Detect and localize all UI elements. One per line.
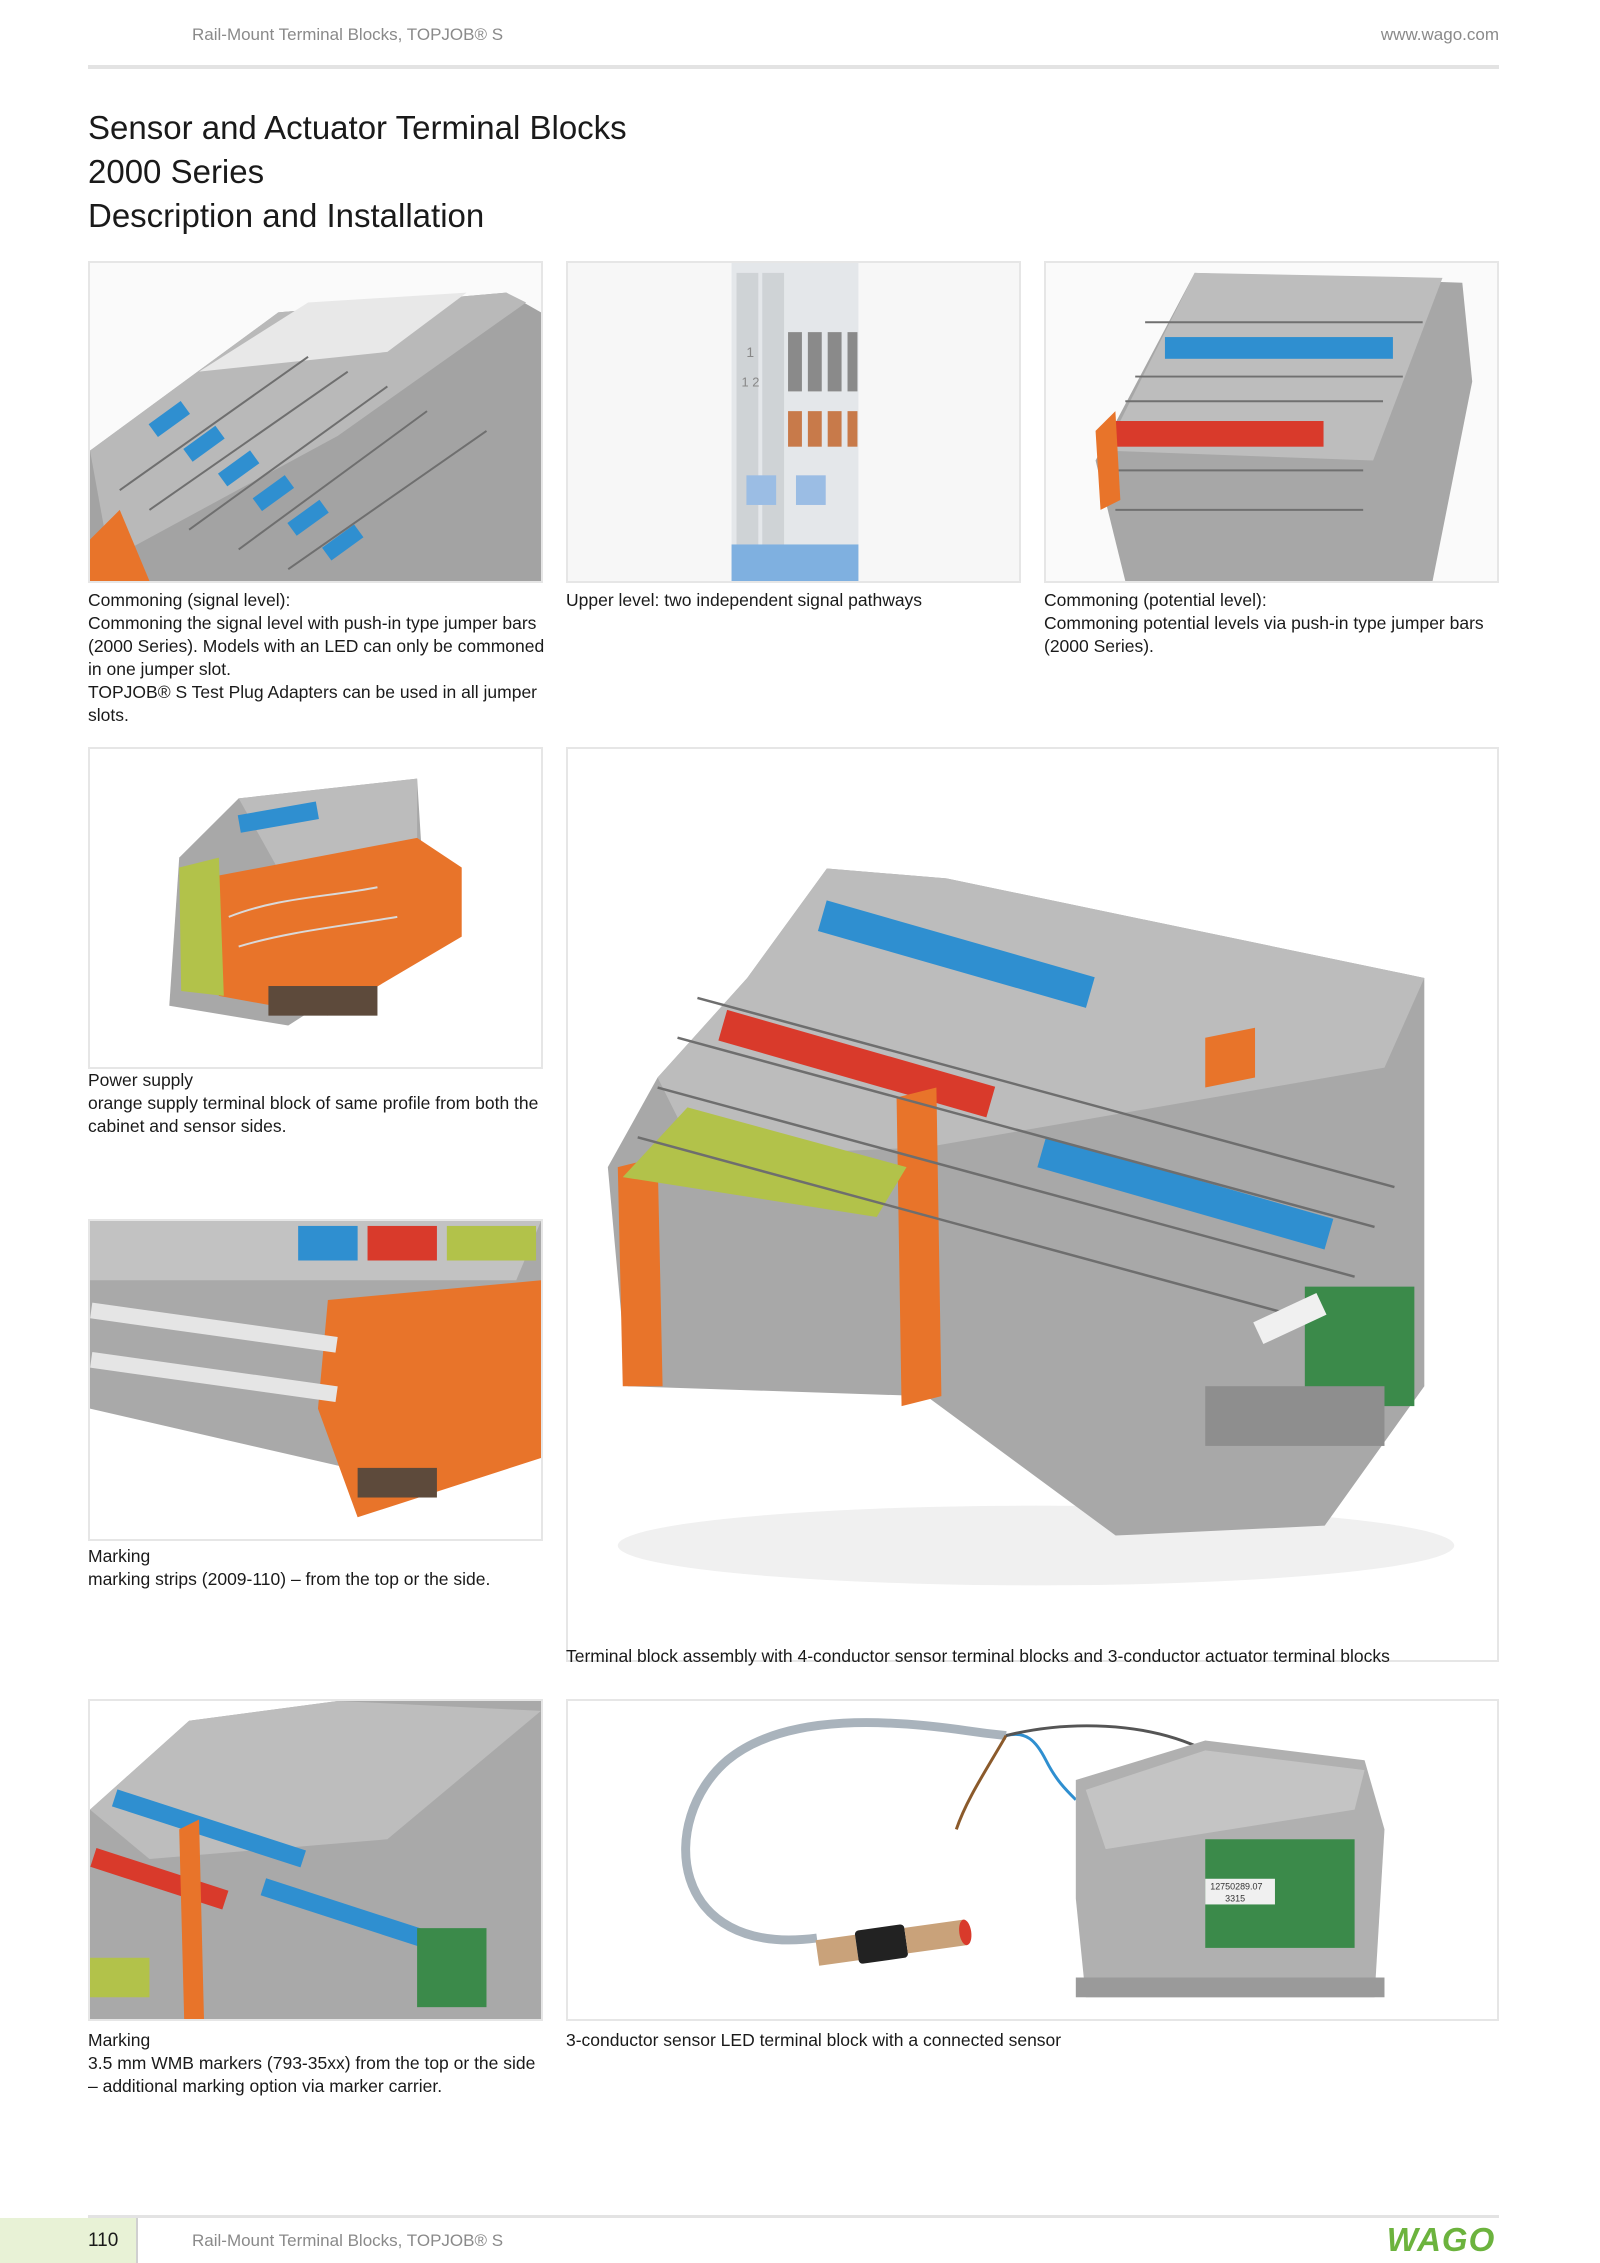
header-rule [88, 65, 1499, 69]
svg-text:3315: 3315 [1225, 1894, 1245, 1904]
running-footer: Rail-Mount Terminal Blocks, TOPJOB® S [192, 2231, 504, 2250]
page-number: 110 [88, 2230, 119, 2251]
title-line-3: Description and Installation [88, 197, 485, 234]
caption-heading: Power supply [88, 1070, 194, 1090]
photo-commoning-potential [1044, 261, 1499, 583]
photo-sensor-led-block: 12750289.07 3315 [566, 1699, 1499, 2021]
footer-page-tab [0, 2218, 138, 2263]
caption-heading: 3-conductor sensor LED terminal block wi… [566, 2030, 1062, 2050]
caption-extra: TOPJOB® S Test Plug Adapters can be used… [88, 682, 538, 725]
photo-terminal-assembly [566, 747, 1499, 1662]
running-header-url: www.wago.com [1380, 25, 1499, 44]
caption-body: orange supply terminal block of same pro… [88, 1093, 539, 1136]
footer-rule [88, 2215, 1499, 2218]
caption-terminal-assembly: Terminal block assembly with 4-conductor… [566, 1645, 1499, 1668]
svg-text:1 2: 1 2 [741, 374, 759, 389]
caption-heading: Commoning (signal level): [88, 590, 291, 610]
caption-heading: Terminal block assembly with 4-conductor… [566, 1646, 1390, 1666]
svg-text:WAGO: WAGO [1387, 2221, 1496, 2258]
caption-commoning-signal: Commoning (signal level): Commoning the … [88, 589, 548, 727]
photo-commoning-signal [88, 261, 543, 583]
photo-marking-strips [88, 1219, 543, 1541]
caption-marking-strips: Marking marking strips (2009-110) – from… [88, 1545, 548, 1591]
caption-heading: Marking [88, 2030, 151, 2050]
photo-marking-wmb [88, 1699, 543, 2021]
caption-heading: Upper level: two independent signal path… [566, 590, 923, 610]
photo-power-supply [88, 747, 543, 1069]
page-title: Sensor and Actuator Terminal Blocks 2000… [88, 106, 627, 238]
title-line-2: 2000 Series [88, 153, 265, 190]
wago-logo: WAGO [1387, 2221, 1496, 2258]
caption-body: Commoning potential levels via push-in t… [1044, 613, 1484, 656]
caption-commoning-potential: Commoning (potential level): Commoning p… [1044, 589, 1504, 658]
running-header-left: Rail-Mount Terminal Blocks, TOPJOB® S [192, 25, 504, 44]
caption-body: Commoning the signal level with push-in … [88, 613, 545, 679]
caption-power-supply: Power supply orange supply terminal bloc… [88, 1069, 548, 1138]
caption-sensor-led-block: 3-conductor sensor LED terminal block wi… [566, 2029, 1499, 2052]
caption-marking-wmb: Marking 3.5 mm WMB markers (793-35xx) fr… [88, 2029, 548, 2098]
svg-text:1: 1 [746, 344, 754, 360]
title-line-1: Sensor and Actuator Terminal Blocks [88, 109, 627, 146]
photo-upper-level: 1 1 2 [566, 261, 1021, 583]
svg-text:12750289.07: 12750289.07 [1210, 1882, 1262, 1892]
caption-body: marking strips (2009-110) – from the top… [88, 1569, 491, 1589]
caption-heading: Commoning (potential level): [1044, 590, 1267, 610]
caption-upper-level: Upper level: two independent signal path… [566, 589, 1026, 612]
caption-heading: Marking [88, 1546, 151, 1566]
caption-body: 3.5 mm WMB markers (793-35xx) from the t… [88, 2053, 536, 2096]
